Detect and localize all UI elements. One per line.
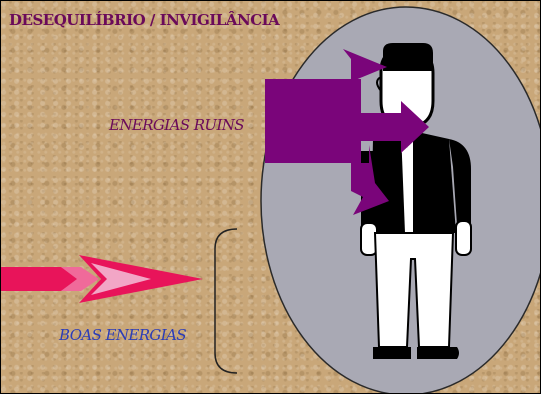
good-energy-arrow xyxy=(1,255,203,303)
good-energies-label: BOAS ENERGIAS xyxy=(59,326,186,344)
right-hand xyxy=(456,221,471,255)
left-shoe xyxy=(373,347,411,359)
hair xyxy=(383,43,433,71)
slide-title: DESEQUILÍBRIO / INVIGILÂNCIA xyxy=(9,11,279,29)
bad-energies-label: ENERGIAS RUINS xyxy=(109,116,244,134)
right-shoe xyxy=(417,347,459,359)
bracket xyxy=(215,229,237,373)
